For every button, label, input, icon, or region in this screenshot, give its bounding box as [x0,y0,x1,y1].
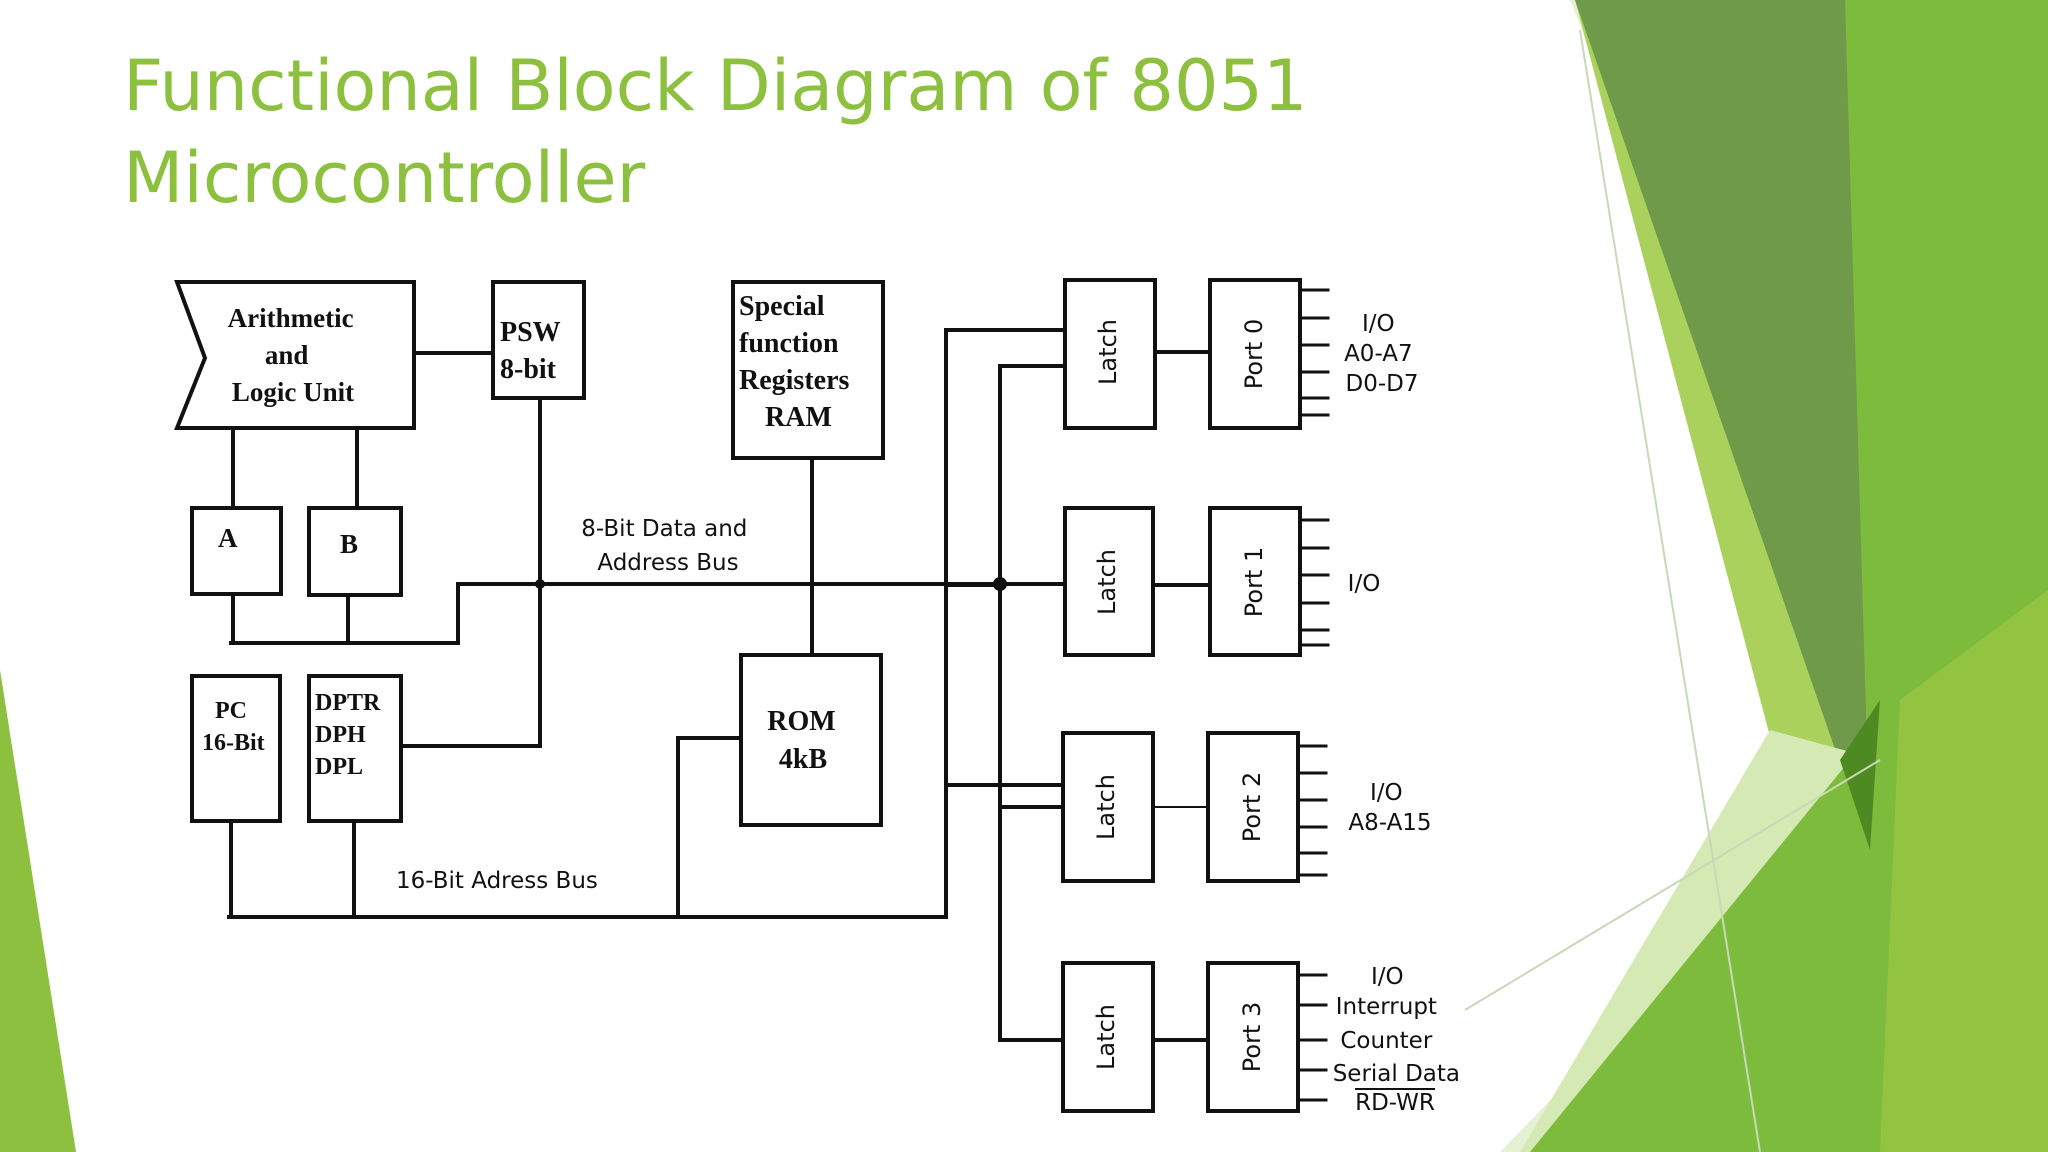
latch-3-label: Latch [1092,1004,1120,1070]
sfr-block [731,280,885,460]
sfr-label-line-3: Registers [739,365,850,396]
data-bus-label-line-1: 8-Bit Data and [581,516,747,542]
dptr-label-line-1: DPTR [315,690,381,716]
svg-text:I/O A8-A15: I/O A8-A15 [1348,780,1431,836]
port-2-label: Port 2 [1238,772,1266,842]
pc-label-line-2: 16-Bit [202,730,265,756]
port-3-label: Port 3 [1238,1002,1266,1072]
port-1-io-label: I/O [1348,571,1381,597]
slide-title: Functional Block Diagram of 8051 Microco… [123,40,1423,224]
address-bus-label: 16-Bit Adress Bus [396,868,598,894]
right-panel-dark [1575,0,1900,850]
register-a-block [190,506,283,596]
latch-1-block [1063,506,1155,657]
pc-label-line-1: PC [215,698,247,724]
svg-text:PSW 8-bit: PSW 8-bit [500,317,567,385]
decor-line [1464,759,1881,1011]
sfr-label-line-4: RAM [765,402,832,433]
port-3-serial-label: Serial Data [1333,1061,1460,1087]
port-pins [1296,288,1330,1102]
psw-label-line-1: PSW [500,317,561,348]
port-2-address-label: A8-A15 [1348,810,1431,836]
connection-lines [227,328,1212,1042]
port-2-io-label: I/O [1370,780,1403,806]
rom-label-line-1: ROM [767,706,835,737]
decor-line [1579,29,1761,1152]
sfr-label-line-1: Special [739,291,825,322]
bus-junction-dot [993,577,1007,591]
rom-block [739,653,883,827]
port-3-interrupt-label: Interrupt [1336,994,1437,1020]
bus-junction-dot [535,579,545,589]
svg-text:Special function Regis: Special function Registers RAM [739,291,856,433]
latch-0-label: Latch [1094,319,1122,385]
port-0-io-label: I/O [1362,311,1395,337]
rom-label-line-2: 4kB [779,744,827,775]
port-0-data-label: D0-D7 [1346,371,1419,397]
bottom-right-light [1880,590,2048,1152]
port-0-label: Port 0 [1240,319,1268,389]
latch-2-label: Latch [1092,774,1120,840]
latch-1-label: Latch [1093,549,1121,615]
alu-label-line-2: and [265,340,309,370]
latch-3-block [1061,961,1155,1113]
alu-block [174,280,416,430]
port-0-address-label: A0-A7 [1344,341,1413,367]
alu-label-line-3: Logic Unit [232,377,354,407]
dptr-label-line-2: DPH [315,722,366,748]
sfr-label-line-2: function [739,328,839,359]
port-3-block [1206,961,1300,1113]
svg-text:Arithmetic and Logic U: Arithmetic and Logic Unit [228,303,361,407]
svg-text:ROM 4kB: ROM 4kB [767,706,842,775]
title-line-2: Microcontroller [123,137,646,219]
register-a-label: A [218,523,238,553]
dptr-label-line-3: DPL [315,754,363,780]
left-edge-stripe [0,670,76,1152]
svg-text:PC 16-Bit: PC 16-Bit [202,698,265,756]
port-1-block [1208,506,1302,657]
title-line-1: Functional Block Diagram of 8051 [123,45,1308,127]
psw-label-line-2: 8-bit [500,354,557,385]
port-3-counter-label: Counter [1340,1028,1432,1054]
port-3-io-label: I/O [1371,964,1404,990]
svg-text:I/O Interrupt Counter: I/O Interrupt Counter Serial Data RD-WR [1333,964,1468,1116]
port-1-label: Port 1 [1240,547,1268,617]
register-b-label: B [340,529,358,559]
port-3-rdwr-label: RD-WR [1355,1090,1435,1116]
alu-label-line-1: Arithmetic [228,303,354,333]
svg-text:I/O A0-A7 D0-D7: I/O A0-A7 D0-D7 [1344,311,1420,397]
lower-dark-wedge [1840,700,1880,850]
svg-text:8-Bit Data and Address Bus: 8-Bit Data and Address Bus [581,516,754,576]
svg-text:DPTR DPH DPL: DPTR DPH DPL [315,690,386,780]
pc-block [190,674,282,823]
data-bus-label-line-2: Address Bus [597,550,738,576]
